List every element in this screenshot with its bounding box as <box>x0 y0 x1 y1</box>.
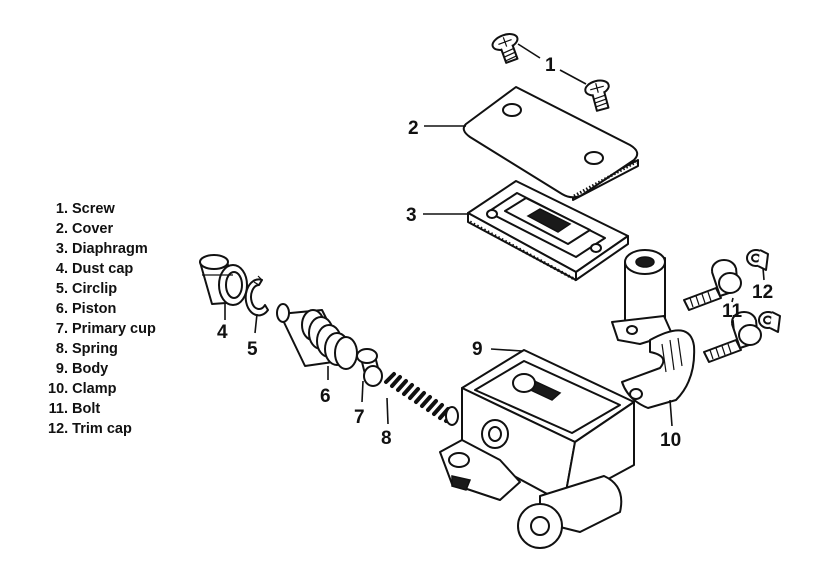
callout-2: 2 <box>408 118 419 139</box>
leader-line <box>559 69 587 85</box>
legend-label: Primary cup <box>72 321 156 337</box>
clamp-part <box>611 249 696 409</box>
leader-line <box>386 397 389 425</box>
dust-cap-part <box>199 254 248 306</box>
legend-label: Trim cap <box>72 421 132 437</box>
legend-number: 10. <box>48 381 69 397</box>
legend-label: Circlip <box>72 281 118 297</box>
leader-line <box>517 43 541 59</box>
legend-item-clamp: 10.Clamp <box>48 379 156 399</box>
callout-3: 3 <box>406 205 417 226</box>
callout-10: 10 <box>660 430 681 451</box>
leader-line <box>669 399 673 427</box>
callout-7: 7 <box>354 407 365 428</box>
legend-label: Bolt <box>72 401 101 417</box>
legend-item-diaphragm: 3.Diaphragm <box>48 239 156 259</box>
legend-item-dust-cap: 4.Dust cap <box>48 259 156 279</box>
cover-part <box>462 86 639 201</box>
legend-number: 1. <box>55 201 68 217</box>
callout-5: 5 <box>247 339 258 360</box>
callout-1: 1 <box>545 55 556 76</box>
leader-line <box>731 297 734 303</box>
legend-item-primary-cup: 7.Primary cup <box>48 319 156 339</box>
legend-label: Dust cap <box>72 261 134 277</box>
parts-legend: 1.Screw 2.Cover 3.Diaphragm 4.Dust cap 5… <box>48 199 156 439</box>
spring-part <box>384 372 459 426</box>
legend-number: 8. <box>55 341 68 357</box>
callout-6: 6 <box>320 386 331 407</box>
callout-11: 11 <box>722 301 743 322</box>
legend-label: Cover <box>72 221 114 237</box>
legend-number: 2. <box>55 221 68 237</box>
body-part <box>439 349 635 549</box>
leader-line <box>490 348 523 352</box>
legend-number: 3. <box>55 241 68 257</box>
screw-part <box>491 33 610 112</box>
legend-number: 5. <box>55 281 68 297</box>
diaphragm-part <box>467 180 629 282</box>
leader-line <box>732 319 735 331</box>
legend-label: Piston <box>72 301 117 317</box>
legend-item-trim-cap: 12.Trim cap <box>48 419 156 439</box>
circlip-part <box>244 275 269 317</box>
primary-cup-part <box>356 348 383 387</box>
legend-item-spring: 8.Spring <box>48 339 156 359</box>
legend-label: Body <box>72 361 109 377</box>
callout-4: 4 <box>217 322 228 343</box>
legend-label: Screw <box>72 201 115 217</box>
legend-number: 7. <box>55 321 68 337</box>
callout-8: 8 <box>381 428 392 449</box>
leader-line <box>361 380 364 403</box>
legend-item-circlip: 5.Circlip <box>48 279 156 299</box>
legend-label: Clamp <box>72 381 117 397</box>
leader-line <box>762 267 765 281</box>
legend-item-cover: 2.Cover <box>48 219 156 239</box>
legend-number: 9. <box>55 361 68 377</box>
bolt-part <box>683 259 762 363</box>
legend-item-body: 9.Body <box>48 359 156 379</box>
trim-cap-part <box>746 249 781 333</box>
callout-12: 12 <box>752 282 773 303</box>
callout-9: 9 <box>472 339 483 360</box>
legend-number: 6. <box>55 301 68 317</box>
legend-label: Diaphragm <box>72 241 148 257</box>
legend-number: 4. <box>55 261 68 277</box>
piston-part <box>276 303 358 370</box>
legend-item-screw: 1.Screw <box>48 199 156 219</box>
leader-line <box>254 313 258 334</box>
legend-item-bolt: 11.Bolt <box>48 399 156 419</box>
legend-number: 12. <box>48 421 69 437</box>
legend-label: Spring <box>72 341 118 357</box>
legend-item-piston: 6.Piston <box>48 299 156 319</box>
legend-number: 11. <box>48 401 68 417</box>
